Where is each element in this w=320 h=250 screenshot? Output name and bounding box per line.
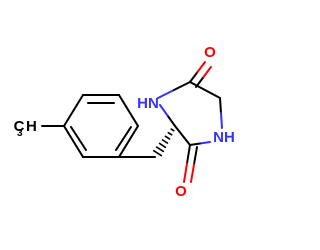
- oxygen-top-label: O: [204, 44, 216, 61]
- stereo-hash-3: [164, 135, 171, 140]
- ring2-bond-ch2-n2-b: [220, 112, 223, 129]
- stereo-hash-6: [155, 146, 165, 153]
- stereo-hash-4: [161, 139, 169, 144]
- ring2-bond-n1-c-b: [173, 81, 191, 91]
- ring2-bond-n2-c-b: [189, 142, 201, 146]
- atom-labels: HN NH O O C H 3: [14, 44, 235, 200]
- nh-top-label: HN: [137, 95, 159, 112]
- oxygen-bottom-label: O: [175, 183, 187, 200]
- bond-group: [41, 61, 223, 183]
- carbonyl-top-1-a: [189, 71, 199, 83]
- ring-bond-3: [118, 125, 139, 158]
- ring2-bond-ch2-n2-a: [219, 97, 222, 114]
- stereo-hash-7: [152, 149, 163, 157]
- stereo-hash-2: [167, 131, 173, 136]
- ring-double-3: [70, 126, 87, 151]
- ring2-bond-c-n1-b: [159, 104, 169, 117]
- structure-drawing: HN NH O O C H 3: [14, 44, 235, 200]
- ring2-bond-c-chiral: [174, 125, 191, 146]
- ring2-bond-n2-c-a: [199, 141, 211, 145]
- molecule-canvas: HN NH O O C H 3: [13, 44, 235, 200]
- ring2-bond-c-n1-a: [166, 114, 176, 127]
- stereo-hash-5: [158, 142, 167, 149]
- carbonyl-bottom-1-b: [183, 162, 188, 183]
- ring-bond-6: [63, 94, 84, 127]
- carbonyl-top-1-b: [196, 61, 206, 73]
- stereo-hash-1: [170, 128, 175, 132]
- carbonyl-top-2-b: [202, 66, 212, 78]
- methyl-subscript-label: 3: [17, 128, 23, 139]
- methyl-carbon-label: C: [14, 118, 25, 135]
- ring-double-2: [115, 126, 132, 151]
- ring2-bond-c-ch2: [189, 81, 221, 99]
- carbonyl-bottom-2-a: [193, 146, 198, 166]
- ring-bond-2: [118, 94, 139, 127]
- nh-right-label: NH: [213, 129, 235, 146]
- ring-bond-5: [63, 125, 84, 158]
- methyl-hydrogen-label: H: [26, 118, 37, 135]
- carbonyl-top-2-a: [195, 76, 205, 88]
- carbonyl-bottom-1-a: [186, 144, 191, 165]
- carbonyl-bottom-2-b: [190, 163, 195, 183]
- ring2-bond-n1-c-a: [157, 89, 175, 99]
